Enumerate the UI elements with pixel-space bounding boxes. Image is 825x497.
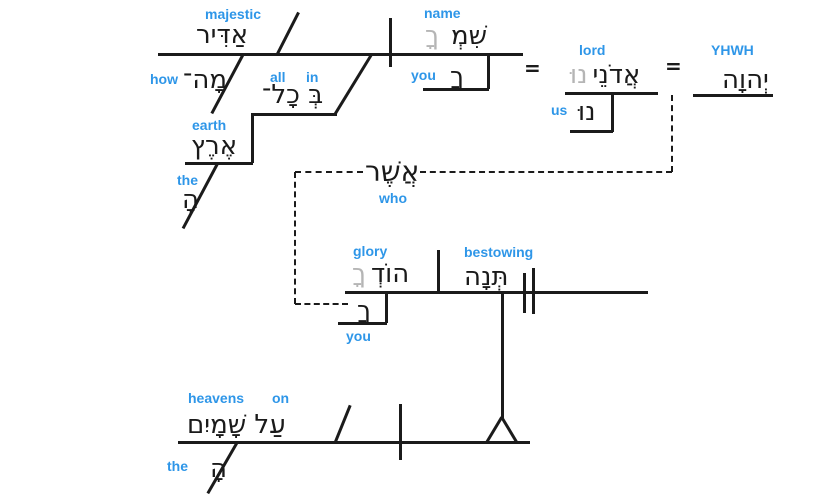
hebrew-majestic: אַדִּיר <box>196 20 249 50</box>
hebrew-you-suffix-2: ךָ <box>357 296 371 326</box>
equals-sign-2: = <box>665 54 682 78</box>
gloss-yhwh: YHWH <box>711 42 754 58</box>
clause2-object-bar-1 <box>523 273 526 313</box>
clause1-baseline <box>158 53 523 56</box>
lord-suffix-pedestal-horizontal <box>570 130 613 133</box>
gloss-in: in <box>306 69 319 85</box>
relative-dashed-vertical-left <box>294 172 296 304</box>
gloss-us: us <box>551 102 568 118</box>
clause2-subject-divider <box>437 250 440 292</box>
clause2-suffix-pedestal-vertical <box>385 291 388 323</box>
gloss-earth: earth <box>192 117 227 133</box>
clause2-baseline <box>345 291 648 294</box>
hebrew-glory: הוֹדְךָ <box>352 261 409 287</box>
gloss-majestic: majestic <box>205 6 262 22</box>
hebrew-name-base: שִׁמְ <box>450 21 488 51</box>
gloss-how: how <box>150 71 178 87</box>
gloss-on: on <box>272 390 290 406</box>
gloss-all: all <box>270 69 286 85</box>
clause1-predicate-slash <box>275 11 300 55</box>
clause1-construct-step-vertical <box>251 113 254 163</box>
gloss-lord: lord <box>579 42 606 58</box>
clause3-vertical-divider <box>399 404 402 460</box>
hebrew-how: מָה־ <box>183 65 228 95</box>
clause1-preposition-horizontal <box>252 113 337 116</box>
hebrew-glory-suffix-gray: ךָ <box>352 259 366 289</box>
hebrew-on-heavens: עַל שָׁמָיִם <box>187 410 286 440</box>
clause1-suffix-pedestal-horizontal <box>423 88 489 91</box>
equals-sign-1: = <box>524 56 541 80</box>
clause3-slash-divider <box>333 404 352 443</box>
gloss-you-1: you <box>411 67 436 83</box>
clause1-subject-divider <box>389 18 392 67</box>
clause-link-strut-vertical <box>501 291 504 418</box>
hebrew-us-suffix: נוּ <box>578 97 596 127</box>
hebrew-you-suffix-1: ךָ <box>450 62 464 92</box>
clause1-suffix-pedestal-vertical <box>487 53 490 89</box>
relative-dashed-horizontal-right <box>420 171 672 173</box>
gloss-you-2: you <box>346 328 371 344</box>
hebrew-name-suffix-gray: ךָ <box>425 21 439 51</box>
gloss-the-3: the <box>167 458 188 474</box>
hebrew-lord-base: אֲדֹנֵי <box>592 60 641 90</box>
clause2-object-bar-2 <box>532 268 535 314</box>
relative-dashed-horizontal-bottom <box>295 303 348 305</box>
clause3-pedestal-triangle-right <box>500 416 519 443</box>
hebrew-who: אֲשֶׁר <box>365 155 420 188</box>
clause3-baseline <box>178 441 530 444</box>
hebrew-yhwh: יְהוָה <box>722 65 769 95</box>
gloss-who: who <box>379 190 407 206</box>
hebrew-in-all: בְּ כָל־ <box>262 80 324 110</box>
gloss-name: name <box>424 5 461 21</box>
clause3-pedestal-triangle-left <box>485 416 504 443</box>
hebrew-the-1: הָ <box>182 185 199 215</box>
hebrew-lord-suffix-gray: נוּ <box>570 60 588 90</box>
relative-dashed-vertical-right <box>671 95 673 172</box>
hebrew-name: שִׁמְ ךָ <box>425 23 487 49</box>
hebrew-the-3: הָ <box>210 454 227 484</box>
clause1-preposition-diagonal <box>334 53 374 115</box>
gloss-the-1: the <box>177 172 198 188</box>
clause2-suffix-pedestal-horizontal <box>338 322 387 325</box>
hebrew-glory-base: הוֹדְ <box>370 259 410 289</box>
hebrew-lord: אֲדֹנֵינוּ <box>570 62 640 88</box>
hebrew-bestowing: תְּנָה <box>464 262 509 292</box>
gloss-glory: glory <box>353 243 388 259</box>
lord-suffix-pedestal-vertical <box>611 92 614 132</box>
yhwh-baseline <box>693 94 773 97</box>
hebrew-earth: אֶרֶץ <box>191 131 238 161</box>
relative-dashed-horizontal-left <box>295 171 363 173</box>
gloss-heavens: heavens <box>188 390 245 406</box>
gloss-bestowing: bestowing <box>464 244 534 260</box>
